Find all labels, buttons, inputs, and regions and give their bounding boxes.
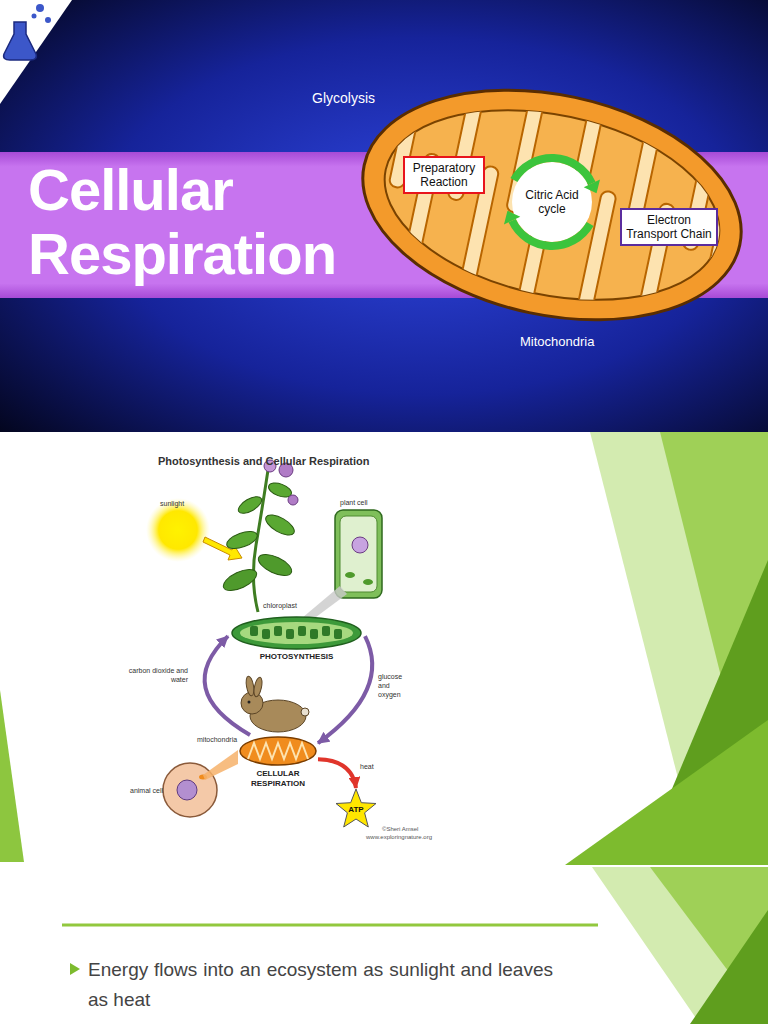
chloro-shape (228, 615, 365, 651)
granum (322, 626, 330, 636)
deco-triangle (565, 720, 768, 865)
plant (220, 460, 298, 612)
cycle-arrow (514, 158, 592, 183)
deco-triangle (690, 910, 768, 1024)
edge-label: glucose and oxygen (378, 672, 414, 699)
copyright-note: ©Sheri Amsel (382, 826, 418, 833)
bubble (32, 14, 37, 19)
plant-cell (335, 510, 382, 598)
node-text: ATP (348, 805, 363, 815)
node-text: Citric Acid cycle (518, 188, 586, 216)
crista (248, 743, 308, 759)
chloroplast-node: PHOTOSYNTHESIS (228, 615, 365, 662)
sun (146, 498, 210, 562)
granum (250, 626, 258, 636)
granum (334, 629, 342, 639)
node-text: Electron Transport Chain (626, 213, 712, 241)
part-label: sunlight (160, 499, 184, 508)
process-box: Preparatory Reaction (403, 156, 485, 194)
bullet-marker (70, 963, 80, 975)
node-text-wrap: Citric Acid cycle (518, 188, 586, 216)
deco-triangle (0, 690, 24, 862)
mitochondrion-outline (240, 737, 316, 765)
slide-background (0, 0, 768, 432)
diagram-heading: Photosynthesis and Cellular Respiration (158, 455, 370, 468)
bubble (36, 4, 44, 12)
granum (274, 626, 282, 636)
copyright-note: www.exploringnature.org (366, 834, 432, 841)
part-label: animal cell (130, 786, 163, 795)
atp-star: ATP (334, 788, 378, 832)
granum (310, 629, 318, 639)
cycle-arrowhead (504, 211, 520, 225)
logo-corner (0, 0, 72, 104)
nucleus (177, 780, 197, 800)
part-label: Mitochondria (520, 334, 594, 349)
deco-triangle (650, 867, 768, 1024)
cycle-connector (318, 759, 356, 788)
process-box: Electron Transport Chain (620, 208, 718, 246)
mitochondrion-drawing (341, 53, 763, 353)
cycle-connector (205, 636, 250, 735)
node-text: PHOTOSYNTHESIS (228, 652, 365, 662)
part-label: Glycolysis (312, 90, 375, 106)
part-label: mitochondria (196, 735, 238, 744)
edge-label: heat (360, 762, 390, 771)
node-text: Preparatory Reaction (409, 161, 479, 189)
bubble (45, 17, 51, 23)
zoom-wedge (302, 586, 347, 620)
part-label: chloroplast (262, 601, 298, 610)
stroma (240, 622, 353, 644)
edge-label: carbon dioxide and water (128, 666, 188, 684)
flask-icon (4, 22, 37, 60)
chloroplast-small (363, 579, 373, 585)
cycle-fill (512, 162, 592, 242)
granum (286, 629, 294, 639)
node-text: CELLULAR RESPIRATION (238, 769, 318, 789)
star-outline (336, 789, 376, 827)
cycle-node: Citric Acid cycle (500, 150, 604, 254)
cycle-arrow (512, 221, 590, 246)
chloroplast-small (345, 572, 355, 578)
deco-triangle (592, 867, 768, 1024)
part-label: plant cell (340, 498, 368, 507)
nucleus (352, 537, 368, 553)
mito-shape (238, 735, 318, 767)
granum (298, 626, 306, 636)
chloroplast-outline (232, 617, 361, 649)
bullet-text: Energy flows into an ecosystem as sunlig… (88, 955, 553, 1015)
cycle-arrowhead (584, 180, 600, 194)
zoom-wedge (203, 750, 238, 780)
rule-line (62, 924, 598, 927)
rabbit (241, 676, 309, 732)
granum (262, 629, 270, 639)
mitochondrion-node: CELLULAR RESPIRATION (238, 735, 318, 789)
slide-title: Cellular Respiration (28, 158, 358, 286)
plant-cell-inner (340, 516, 377, 592)
